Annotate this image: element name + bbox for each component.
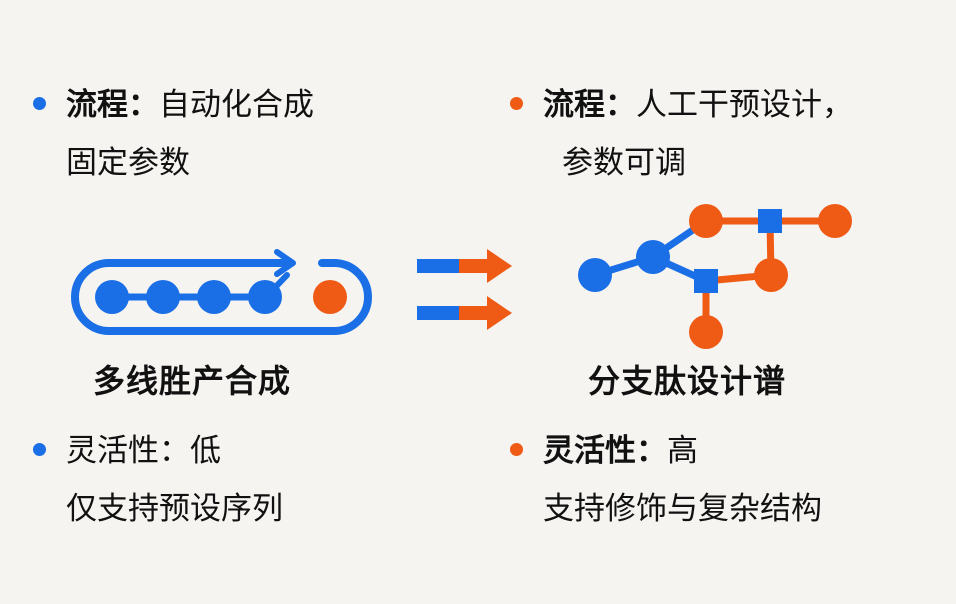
right-flow-text-2: 参数可调 <box>562 145 686 181</box>
branched-peptide-network-icon <box>578 204 852 349</box>
node-orange-3 <box>754 258 788 292</box>
left-flex-text-2: 仅支持预设序列 <box>66 491 283 527</box>
monomer-dot-4 <box>248 280 282 314</box>
orange-bullet-dot <box>510 443 523 456</box>
left-flex-label: 灵活性： <box>66 433 190 469</box>
node-orange-1 <box>689 204 723 238</box>
left-flow-text-2: 固定参数 <box>66 145 190 181</box>
node-square-blue-2 <box>694 269 718 293</box>
orange-bullet-dot <box>510 97 523 110</box>
blue-bullet-dot <box>33 443 46 456</box>
node-blue-2 <box>636 240 670 274</box>
left-flex-value: 低 <box>190 433 221 469</box>
right-flex-label: 灵活性： <box>543 433 667 469</box>
right-flow-bullet: 流程：人工干预设计， 参数可调 <box>510 76 853 192</box>
monomer-dot-1 <box>95 280 129 314</box>
node-orange-4 <box>689 315 723 349</box>
blue-bullet-dot <box>33 97 46 110</box>
monomer-dot-orange <box>313 280 347 314</box>
left-flow-bullet: 流程：自动化合成 固定参数 <box>33 76 314 192</box>
transition-arrows-icon <box>417 249 512 330</box>
monomer-dot-2 <box>146 280 180 314</box>
left-flow-text-1: 自动化合成 <box>159 87 314 123</box>
right-flex-bullet: 灵活性：高 支持修饰与复杂结构 <box>510 422 822 538</box>
right-caption: 分支肽设计谱 <box>588 362 787 400</box>
right-flow-text-1: 人工干预设计， <box>636 87 853 123</box>
right-flow-label: 流程： <box>543 87 636 123</box>
conveyor-synthesis-icon <box>71 249 372 335</box>
node-orange-2 <box>818 204 852 238</box>
right-flex-text-2: 支持修饰与复杂结构 <box>543 491 822 527</box>
left-caption: 多线胜产合成 <box>93 362 292 400</box>
node-square-blue-1 <box>758 209 782 233</box>
left-flex-bullet: 灵活性：低 仅支持预设序列 <box>33 422 283 538</box>
monomer-dot-3 <box>197 280 231 314</box>
left-flow-label: 流程： <box>66 87 159 123</box>
node-blue-1 <box>578 258 612 292</box>
right-flex-value: 高 <box>667 433 698 469</box>
